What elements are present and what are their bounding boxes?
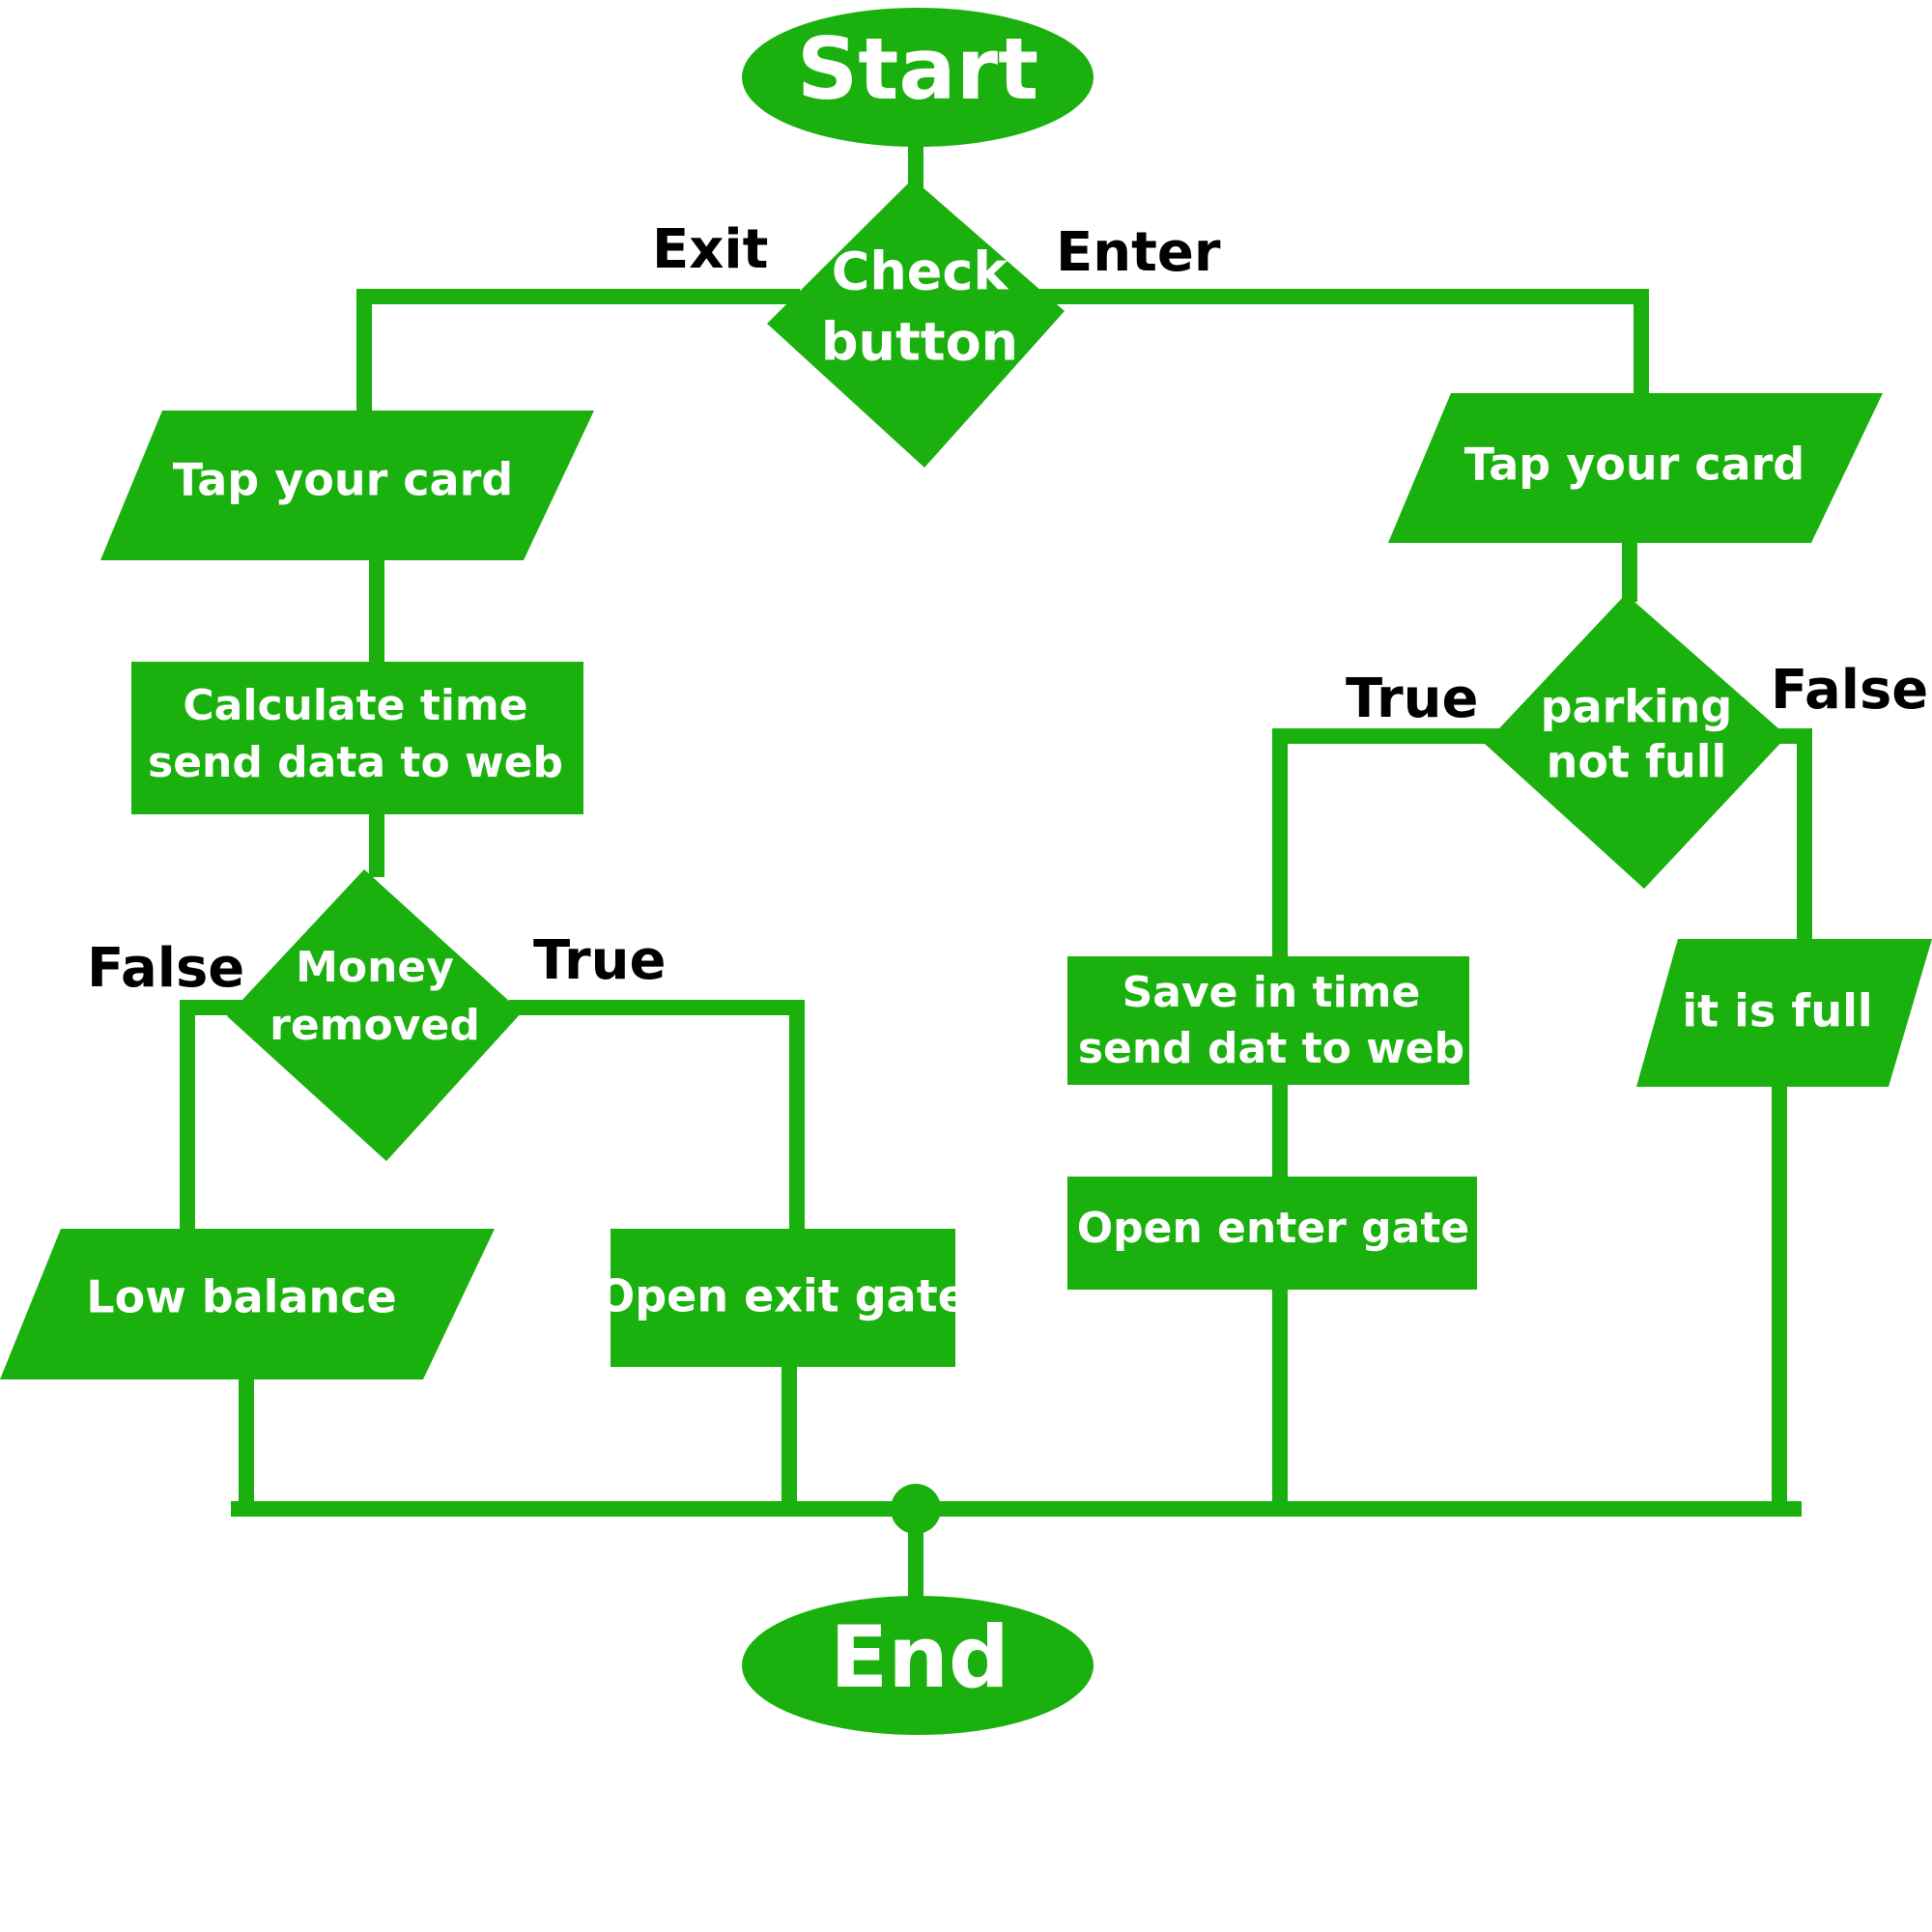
check-button-label-line2: button: [821, 312, 1018, 373]
it-is-full-label: it is full: [1682, 985, 1872, 1037]
end-label: End: [830, 1607, 1009, 1707]
parking-not-full-label-line2: not full: [1547, 736, 1727, 788]
tap-card-exit-label: Tap your card: [173, 454, 513, 506]
edge-label-money-false: False: [87, 937, 244, 1000]
money-removed-decision: Money removed: [227, 869, 522, 1161]
save-in-time-rect: [1067, 956, 1469, 1085]
save-in-time-label-line1: Save in time: [1122, 968, 1421, 1017]
connector-money-true-branch: [509, 1000, 805, 1236]
low-balance-node: Low balance: [0, 1229, 495, 1379]
check-button-diamond: [767, 179, 1065, 468]
open-enter-gate-rect: [1067, 1177, 1477, 1290]
money-removed-diamond: [227, 869, 522, 1161]
start-node: Start: [742, 8, 1094, 147]
parking-not-full-label-line1: parking: [1541, 681, 1733, 733]
edge-label-money-true: True: [533, 929, 667, 992]
tap-card-enter-parallelogram: [1388, 393, 1883, 543]
save-in-time-node: Save in time send dat to web: [1067, 956, 1469, 1085]
tap-card-exit-parallelogram: [100, 411, 594, 560]
open-exit-gate-label: Open exit gate: [597, 1270, 968, 1322]
tap-card-enter-node: Tap your card: [1388, 393, 1883, 543]
money-removed-label-line2: removed: [270, 1001, 480, 1050]
connector-money-false-branch: [180, 1000, 261, 1236]
edge-label-parking-true: True: [1346, 668, 1479, 730]
low-balance-label: Low balance: [86, 1271, 396, 1323]
junction-dot: [891, 1484, 941, 1534]
calculate-time-label-line2: send data to web: [148, 738, 563, 787]
calculate-time-node: Calculate time send data to web: [131, 662, 583, 814]
edge-labels: Exit Enter False True True False: [87, 218, 1928, 1000]
check-button-label-line1: Check: [832, 242, 1009, 302]
connector-check-exit-branch: [356, 289, 800, 418]
open-enter-gate-node: Open enter gate: [1067, 1177, 1477, 1290]
connector-parking-true-branch: [1272, 728, 1505, 964]
check-button-decision: Check button: [767, 179, 1065, 468]
connector-parking-false-branch: [1765, 728, 1812, 947]
tap-card-enter-label: Tap your card: [1464, 439, 1804, 491]
it-is-full-parallelogram: [1636, 939, 1932, 1087]
open-exit-gate-node: Open exit gate: [597, 1229, 968, 1367]
tap-card-exit-node: Tap your card: [100, 411, 594, 560]
edge-label-exit: Exit: [652, 218, 768, 281]
calculate-time-rect: [131, 662, 583, 814]
connector-check-enter-branch: [1036, 289, 1649, 401]
open-exit-gate-rect: [611, 1229, 955, 1367]
open-enter-gate-label: Open enter gate: [1077, 1204, 1470, 1253]
start-ellipse: [742, 8, 1094, 147]
parking-not-full-decision: parking not full: [1485, 594, 1787, 889]
end-ellipse: [742, 1596, 1094, 1735]
low-balance-parallelogram: [0, 1229, 495, 1379]
money-removed-label-line1: Money: [296, 943, 454, 992]
calculate-time-label-line1: Calculate time: [183, 681, 527, 730]
edge-label-enter: Enter: [1056, 221, 1221, 284]
start-label: Start: [797, 19, 1038, 119]
it-is-full-node: it is full: [1636, 939, 1932, 1087]
parking-not-full-diamond: [1485, 594, 1787, 889]
edge-label-parking-false: False: [1771, 659, 1928, 722]
end-node: End: [742, 1596, 1094, 1735]
save-in-time-label-line2: send dat to web: [1078, 1024, 1464, 1073]
